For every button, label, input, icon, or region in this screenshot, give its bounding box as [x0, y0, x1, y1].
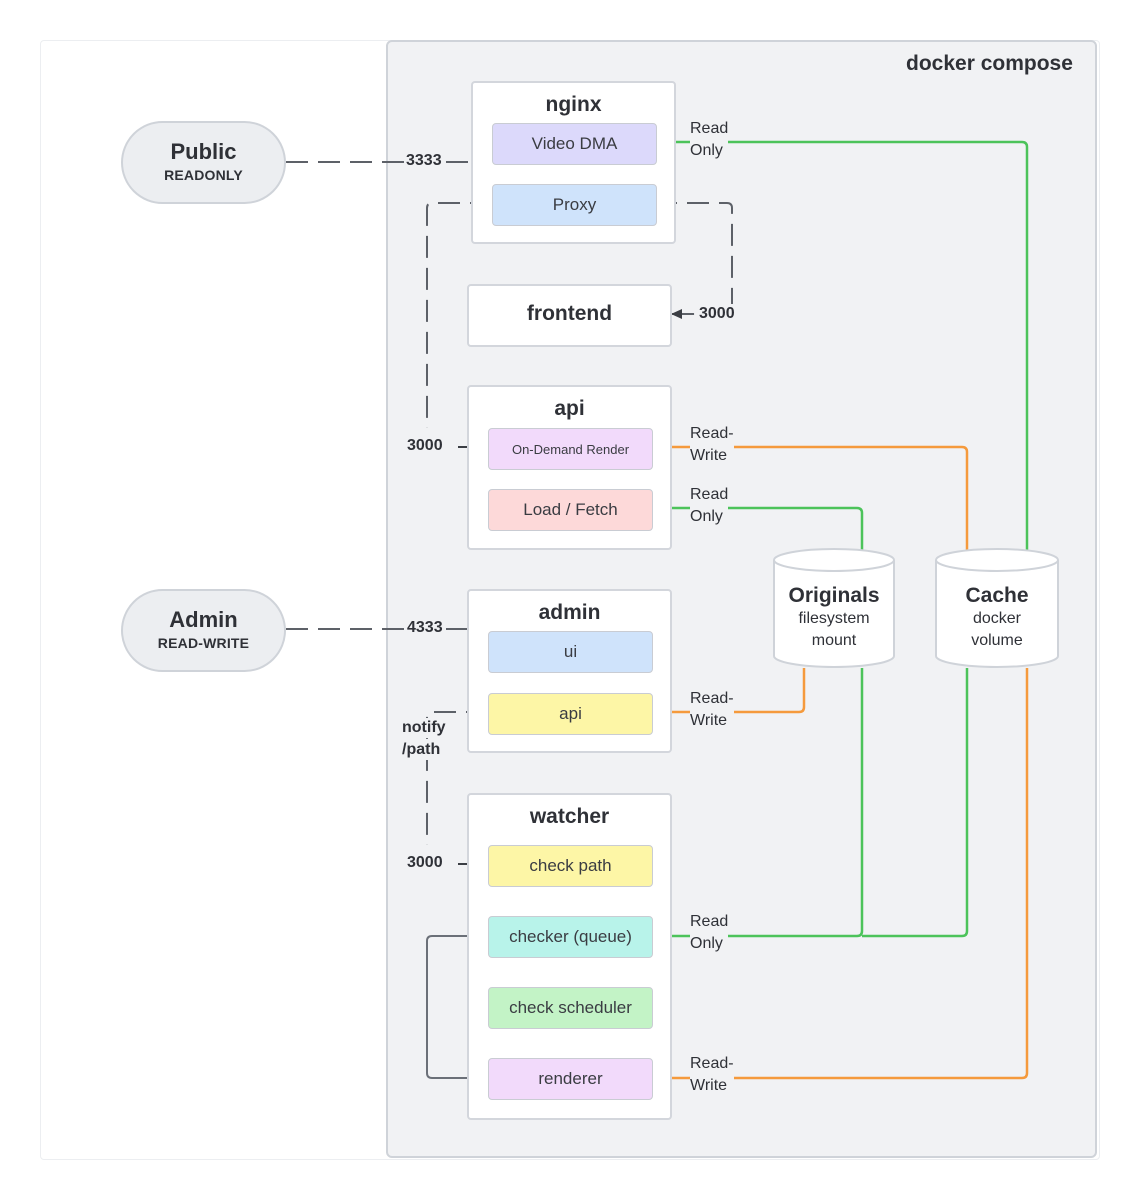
- checker-cache-green-line: [862, 668, 969, 938]
- watcher-title: watcher: [529, 805, 610, 828]
- admin-ui-component[interactable]: ui: [488, 631, 653, 673]
- admin-originals-label: Read- Write: [690, 688, 734, 732]
- docker-compose-title: docker compose: [906, 52, 1073, 75]
- checker-originals-green-line: [651, 668, 864, 938]
- proxy-to-frontend-line: [655, 202, 733, 319]
- cache-cylinder: [935, 548, 1059, 668]
- admin-title: admin: [538, 601, 601, 624]
- nginx-title: nginx: [545, 93, 602, 116]
- nginx-service[interactable]: nginx Video DMA Proxy: [471, 81, 676, 244]
- admin-originals-orange-line: [651, 668, 806, 714]
- load-fetch-component[interactable]: Load / Fetch: [488, 489, 653, 531]
- render-cache-orange-line: [651, 445, 969, 551]
- checker-queue-component[interactable]: checker (queue): [488, 916, 653, 958]
- checker-storage-label: Read Only: [690, 911, 729, 955]
- cache-storage[interactable]: Cache docker volume: [936, 584, 1058, 652]
- cache-line1: docker: [972, 610, 1022, 627]
- nginx-cache-label: Read Only: [690, 118, 729, 162]
- admin-port-label: 4333: [405, 618, 445, 638]
- checker-to-renderer-line: [426, 935, 488, 1083]
- renderer-component[interactable]: renderer: [488, 1058, 653, 1100]
- originals-title: Originals: [788, 584, 880, 607]
- video-dma-component[interactable]: Video DMA: [492, 123, 657, 165]
- notify-label-line2: /path: [400, 740, 443, 760]
- public-actor-title: Public: [170, 139, 237, 164]
- frontend-service[interactable]: frontend: [467, 284, 672, 347]
- proxy-component[interactable]: Proxy: [492, 184, 657, 226]
- api-service[interactable]: api On-Demand Render Load / Fetch: [467, 385, 672, 550]
- render-cache-label: Read- Write: [690, 423, 734, 467]
- admin-actor[interactable]: Admin READ-WRITE: [121, 589, 286, 672]
- watcher-port-label: 3000: [405, 853, 445, 873]
- public-port-label: 3333: [404, 151, 444, 171]
- admin-api-component[interactable]: api: [488, 693, 653, 735]
- originals-cylinder: [773, 548, 895, 668]
- frontend-title: frontend: [526, 302, 613, 325]
- frontend-port-label: 3000: [697, 304, 737, 324]
- on-demand-render-component[interactable]: On-Demand Render: [488, 428, 653, 470]
- originals-storage[interactable]: Originals filesystem mount: [774, 584, 894, 652]
- admin-actor-title: Admin: [169, 607, 238, 632]
- notify-label-line1: notify: [400, 718, 448, 738]
- cache-title: Cache: [965, 584, 1029, 607]
- check-scheduler-component[interactable]: check scheduler: [488, 987, 653, 1029]
- fetch-originals-label: Read Only: [690, 484, 729, 528]
- fetch-originals-green-line: [651, 506, 864, 550]
- admin-actor-subtitle: READ-WRITE: [157, 635, 250, 651]
- originals-line1: filesystem: [798, 610, 870, 627]
- admin-service[interactable]: admin ui api: [467, 589, 672, 753]
- renderer-cache-orange-line: [651, 668, 1029, 1080]
- nginx-cache-green-line: [655, 140, 1029, 551]
- public-actor[interactable]: Public READONLY: [121, 121, 286, 204]
- check-path-component[interactable]: check path: [488, 845, 653, 887]
- renderer-cache-label: Read- Write: [690, 1053, 734, 1097]
- proxy-to-api-line: [426, 202, 492, 428]
- watcher-service[interactable]: watcher check path checker (queue) check…: [467, 793, 672, 1120]
- public-actor-subtitle: READONLY: [164, 167, 243, 183]
- api-title: api: [554, 397, 585, 420]
- originals-line2: mount: [811, 632, 857, 649]
- api-port-label: 3000: [405, 436, 445, 456]
- cache-line2: volume: [971, 632, 1023, 649]
